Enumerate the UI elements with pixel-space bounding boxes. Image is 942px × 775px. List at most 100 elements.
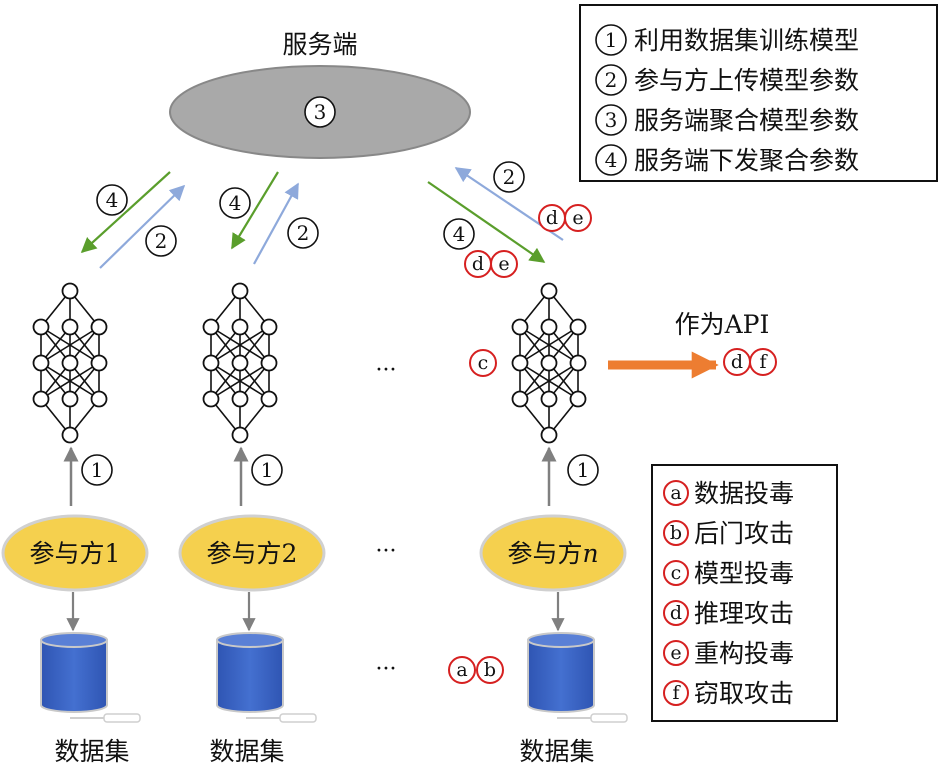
participant-1-ellipse [1,514,149,592]
attack-marker-letter: a [456,659,467,681]
step-4-number: 4 [453,222,466,246]
legend-step-number: 2 [605,68,618,92]
attack-marker-a: a [448,656,476,684]
step-2-marker: 2 [287,217,319,249]
step-2-number: 2 [297,221,310,245]
legend-attack-letter: f [672,682,681,704]
step-1-number: 1 [261,458,274,482]
network-node [90,354,108,372]
network-node [231,426,249,444]
legend-attack-f: f 窃取攻击 [663,679,794,708]
model-network-1 [32,282,108,444]
legend-attack-b: b 后门攻击 [663,519,794,548]
network-node [202,318,220,336]
network-node [61,282,79,300]
network-node [61,318,79,336]
legend-attack-letter: b [670,522,682,544]
legend-attack-text: 窃取攻击 [694,679,794,708]
network-node [511,354,529,372]
ellipsis-models: ··· [376,358,397,383]
step-2-number: 2 [503,165,516,189]
network-node [260,390,278,408]
legend-steps-box [579,4,938,182]
server-step-marker: 3 [304,96,336,128]
attack-marker-b: b [476,656,504,684]
network-node [231,390,249,408]
step-1-marker: 1 [567,454,599,486]
participant-2-ellipse [178,514,326,592]
legend-attack-letter: d [670,602,682,624]
attack-marker-letter: b [484,659,496,681]
legend-attack-text: 模型投毒 [694,559,794,588]
legend-attack-text: 后门攻击 [694,519,794,548]
dataset-1-icon [40,632,141,723]
participant-1-label: 参与方1 [30,539,121,568]
model-network-2 [202,282,278,444]
network-edge [40,326,100,364]
participant-n-label: 参与方n [507,539,598,568]
network-node [511,390,529,408]
upload-arrow-2 [253,182,299,265]
distribute-arrow-1 [80,171,171,254]
network-node [540,354,558,372]
network-node [540,318,558,336]
step-4-marker: 4 [443,218,475,250]
step-2-marker: 2 [145,225,177,257]
legend-step-text: 服务端聚合模型参数 [634,106,859,135]
network-edge [40,362,100,400]
legend-step-text: 服务端下发聚合参数 [634,146,859,175]
legend-attack-text: 重构投毒 [694,639,794,668]
network-node [540,282,558,300]
distribute-arrow-2 [231,171,279,250]
dataset-2-label: 数据集 [209,737,284,766]
network-node [540,426,558,444]
network-node [231,282,249,300]
step-1-marker: 1 [81,454,113,486]
distribute-arrow-n [427,181,546,263]
step-4-number: 4 [229,191,242,215]
step-2-number: 2 [155,229,168,253]
network-edge [519,326,579,364]
network-node [260,354,278,372]
network-node [32,318,50,336]
upload-arrow-1 [99,184,186,269]
ellipsis-datasets: ··· [376,657,397,682]
model-network-n [511,282,587,444]
server-step-number: 3 [314,100,327,124]
step-4-marker: 4 [219,187,251,219]
legend-step-text: 利用数据集训练模型 [634,26,859,55]
legend-attacks-box [651,464,838,722]
network-edge [519,362,579,400]
network-node [32,390,50,408]
network-node [61,426,79,444]
api-label: 作为API [675,310,770,339]
step-1-number: 1 [91,458,104,482]
network-node [231,354,249,372]
step-4-number: 4 [106,188,119,212]
attack-marker-c: c [469,349,497,377]
participant-2-label: 参与方2 [207,539,298,568]
dataset-2-icon [216,632,317,723]
attack-marker-d: d [538,204,566,232]
datasets [40,632,628,723]
participant-n-suffix: n [582,539,598,568]
dataset-n-label: 数据集 [519,737,594,766]
network-node [511,318,529,336]
network-node [90,318,108,336]
attack-marker-letter: c [478,352,489,374]
step-4-marker: 4 [96,184,128,216]
network-node [90,390,108,408]
legend-attack-letter: e [670,642,681,664]
model-networks [32,282,587,444]
step-1-number: 1 [577,458,590,482]
participant-n-ellipse [479,514,627,592]
legend-attack-letter: c [671,562,682,584]
legend-attack-c: c 模型投毒 [663,559,794,588]
network-edge [210,362,270,400]
network-node [569,354,587,372]
